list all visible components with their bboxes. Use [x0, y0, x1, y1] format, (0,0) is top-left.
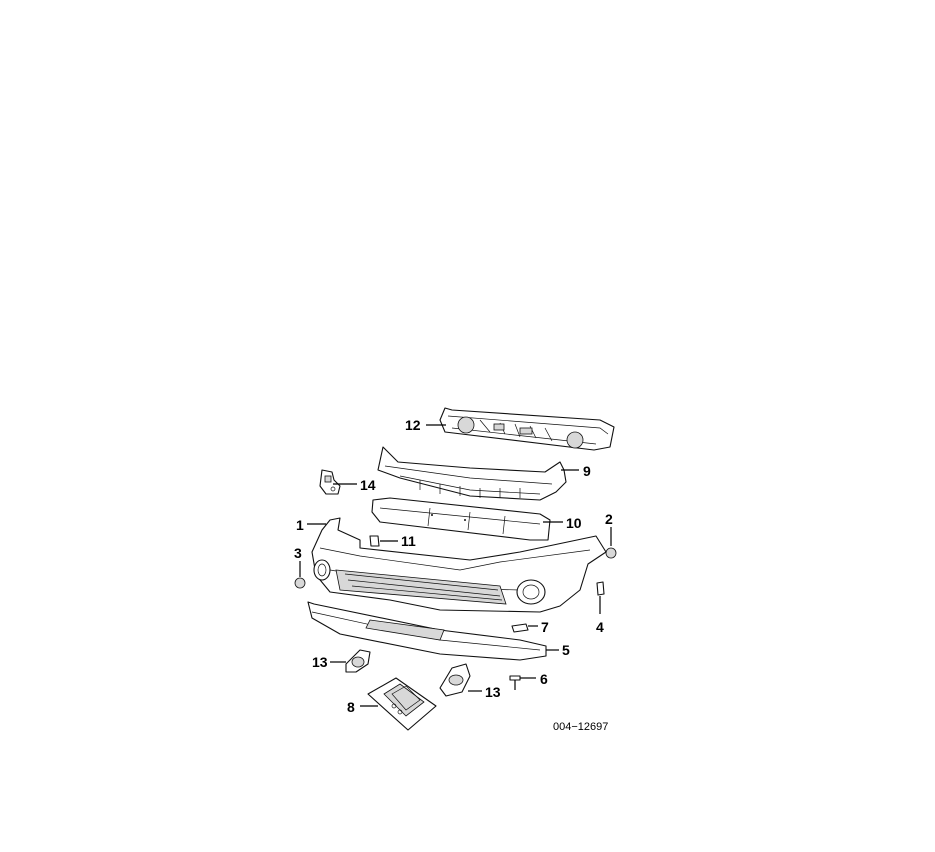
part-5-lower-valance — [307, 601, 547, 661]
part-3-nut — [294, 577, 306, 589]
callout-3: 3 — [294, 545, 302, 561]
figure-code: 004−12697 — [553, 721, 608, 733]
part-13-fog-bezel-left — [345, 649, 371, 673]
callout-6: 6 — [540, 671, 548, 687]
part-11-clip — [369, 535, 380, 547]
part-14-bracket — [319, 469, 341, 495]
callout-12: 12 — [405, 417, 421, 433]
callout-13-right: 13 — [485, 684, 501, 700]
callout-4: 4 — [596, 619, 604, 635]
part-8-license-bracket — [367, 677, 437, 731]
callout-10: 10 — [566, 515, 582, 531]
callout-5: 5 — [562, 642, 570, 658]
callout-2: 2 — [605, 511, 613, 527]
callout-14: 14 — [360, 477, 376, 493]
callout-labels: 12 9 14 10 1 11 2 3 4 7 5 13 6 13 8 — [294, 417, 613, 715]
callout-8: 8 — [347, 699, 355, 715]
part-2-nut — [605, 547, 617, 559]
part-13-fog-bezel-right — [439, 663, 471, 697]
part-6-screw — [509, 675, 521, 690]
part-1-bumper-fascia — [311, 517, 607, 613]
callout-9: 9 — [583, 463, 591, 479]
part-9-upper-support — [377, 446, 567, 501]
part-4-clip — [596, 581, 605, 596]
callout-13-left: 13 — [312, 654, 328, 670]
part-10-grille-insert — [371, 497, 551, 541]
part-12-reinforcement-beam — [439, 407, 615, 451]
callout-7: 7 — [541, 619, 549, 635]
callout-1: 1 — [296, 517, 304, 533]
callout-11: 11 — [401, 533, 416, 549]
leader-lines — [299, 424, 612, 707]
part-7-fastener — [511, 623, 529, 633]
